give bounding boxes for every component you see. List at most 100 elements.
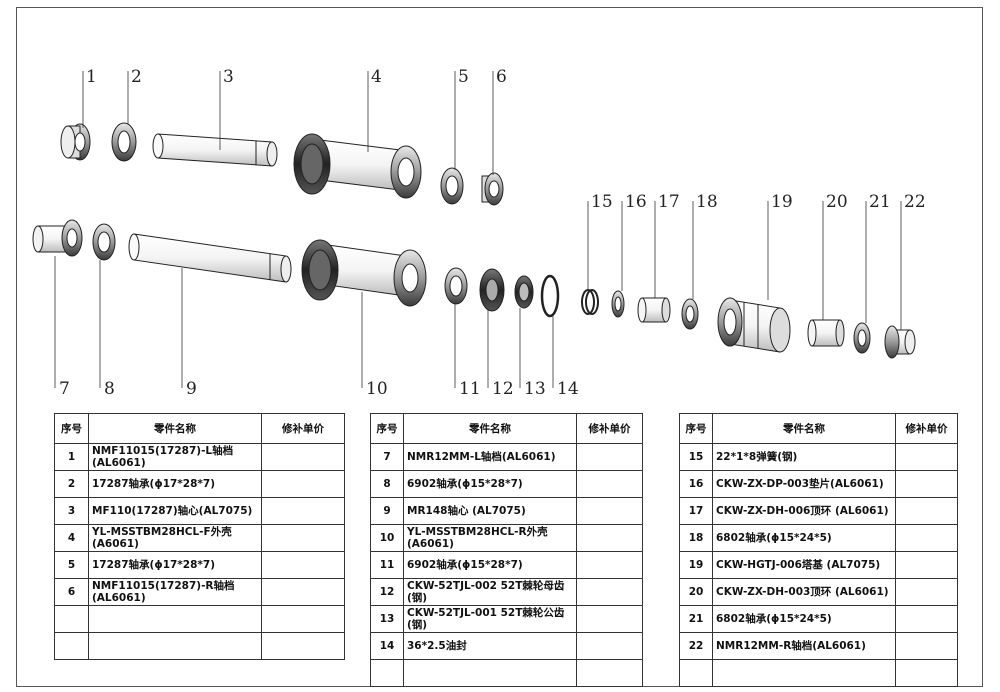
part-11-bearing — [444, 267, 468, 305]
callout-11: 11 — [459, 379, 481, 399]
cell-name: NMF11015(17287)-R轴档(AL6061) — [88, 578, 262, 606]
callout-6: 6 — [496, 67, 507, 87]
cell-name: NMR12MM-L轴档(AL6061) — [403, 443, 577, 471]
cell-price — [895, 497, 958, 525]
part-15-spring — [581, 289, 599, 315]
cell-price — [576, 497, 643, 525]
cell-name: MR148轴心 (AL7075) — [403, 497, 577, 525]
cell-name: CKW-52TJL-001 52T棘轮公齿(钢) — [403, 605, 577, 633]
part-8-bearing — [92, 223, 116, 261]
cell-no: 2 — [54, 470, 89, 498]
part-19-freehub-body — [717, 297, 791, 353]
part-9-axle — [128, 233, 292, 283]
cell-name: CKW-HGTJ-006塔基 (AL7075) — [712, 551, 896, 579]
callout-16: 16 — [625, 192, 647, 212]
cell-price — [895, 470, 958, 498]
part-22-axle-end-cap — [884, 325, 916, 359]
cell-no: 18 — [679, 524, 713, 552]
cell-name: YL-MSSTBM28HCL-R外壳(A6061) — [403, 524, 577, 552]
cell-no — [54, 632, 89, 660]
callout-22: 22 — [904, 192, 926, 212]
cell-name: NMR12MM-R轴档(AL6061) — [712, 632, 896, 660]
header-name: 零件名称 — [712, 413, 896, 444]
cell-no: 20 — [679, 578, 713, 606]
callout-13: 13 — [524, 379, 546, 399]
exploded-view-drawing: 1 2 3 4 5 6 7 8 9 10 11 12 13 14 15 16 1… — [32, 67, 926, 399]
callout-20: 20 — [826, 192, 848, 212]
cell-name: CKW-52TJL-002 52T棘轮母齿(钢) — [403, 578, 577, 606]
callout-2: 2 — [131, 67, 142, 87]
callout-7: 7 — [59, 379, 70, 399]
cell-no: 5 — [54, 551, 89, 579]
part-5-bearing — [440, 167, 464, 205]
cell-no: 4 — [54, 524, 89, 552]
part-10-hub-shell — [301, 239, 427, 307]
cell-price — [261, 524, 345, 552]
cell-price — [576, 605, 643, 633]
part-18-bearing — [681, 298, 699, 330]
cell-name: CKW-ZX-DH-006顶环 (AL6061) — [712, 497, 896, 525]
cell-no: 7 — [370, 443, 404, 471]
cell-price — [576, 659, 643, 687]
cell-price — [261, 605, 345, 633]
cell-name — [403, 659, 577, 687]
cell-no: 13 — [370, 605, 404, 633]
callout-3: 3 — [223, 67, 234, 87]
cell-name: YL-MSSTBM28HCL-F外壳(A6061) — [88, 524, 262, 552]
part-3-axle — [152, 133, 278, 167]
part-6-axle-end-cap — [481, 172, 504, 206]
cell-no: 22 — [679, 632, 713, 660]
table-row — [54, 605, 345, 633]
cell-price — [895, 659, 958, 687]
cell-price — [261, 497, 345, 525]
table-row — [54, 632, 345, 660]
part-17-spacer-ring — [637, 297, 671, 323]
cell-name: NMF11015(17287)-L轴档(AL6061) — [88, 443, 262, 471]
cell-name: 6902轴承(ϕ15*28*7) — [403, 551, 577, 579]
cell-name — [88, 632, 262, 660]
table-header-row: 序号 零件名称 修补单价 — [54, 413, 345, 444]
cell-name: 22*1*8弹簧(钢) — [712, 443, 896, 471]
cell-price — [261, 578, 345, 606]
drawing-frame — [16, 7, 983, 687]
header-price: 修补单价 — [895, 413, 958, 444]
cell-name: MF110(17287)轴心(AL7075) — [88, 497, 262, 525]
callout-4: 4 — [371, 67, 382, 87]
cell-name — [712, 659, 896, 687]
cell-price — [576, 578, 643, 606]
cell-price — [576, 524, 643, 552]
cell-price — [261, 470, 345, 498]
header-no: 序号 — [679, 413, 713, 444]
cell-price — [576, 443, 643, 471]
callout-17: 17 — [658, 192, 680, 212]
cell-name: CKW-ZX-DH-003顶环 (AL6061) — [712, 578, 896, 606]
cell-price — [895, 605, 958, 633]
cell-no: 17 — [679, 497, 713, 525]
cell-name: 6802轴承(ϕ15*24*5) — [712, 524, 896, 552]
part-14-oil-seal — [540, 274, 560, 318]
part-16-washer — [611, 290, 625, 318]
cell-no: 12 — [370, 578, 404, 606]
cell-no: 8 — [370, 470, 404, 498]
cell-name: 6902轴承(ϕ15*28*7) — [403, 470, 577, 498]
cell-price — [576, 551, 643, 579]
cell-name: 36*2.5油封 — [403, 632, 577, 660]
leader-lines — [54, 71, 902, 388]
cell-name: 17287轴承(ϕ17*28*7) — [88, 470, 262, 498]
part-12-ratchet-ring — [479, 268, 505, 312]
